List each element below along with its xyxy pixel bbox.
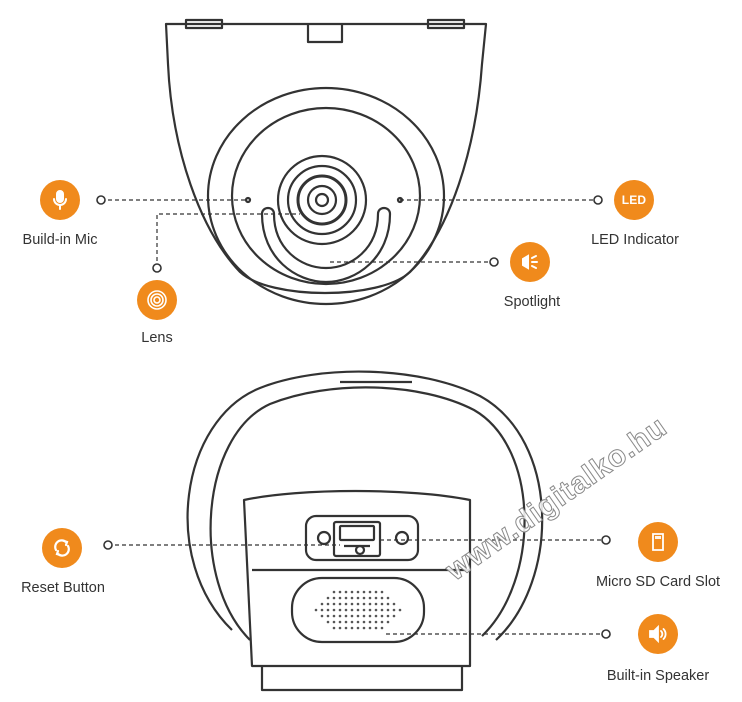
led-label: LED Indicator [591,232,679,248]
led-icon-text: LED [621,193,647,207]
lens-label: Lens [141,330,173,346]
microphone-icon [40,180,80,220]
spotlight-icon [510,242,550,282]
sd-card-icon [638,522,678,562]
speaker-grille [314,590,402,630]
lens-icon [137,280,177,320]
spotlight-label: Spotlight [503,294,561,310]
reset-label: Reset Button [21,580,105,596]
mic-label: Build-in Mic [22,232,98,248]
led-icon: LED [614,180,654,220]
speaker-label: Built-in Speaker [606,668,710,684]
reset-icon [42,528,82,568]
speaker-icon [638,614,678,654]
sd-card-label: Micro SD Card Slot [595,574,721,590]
